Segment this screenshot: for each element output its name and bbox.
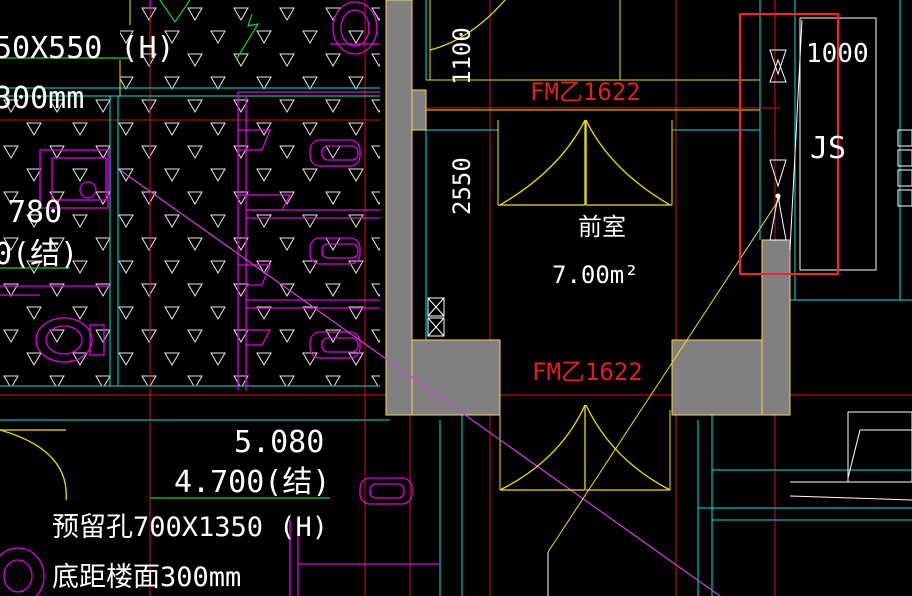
level-arch: 5.080 <box>234 425 324 460</box>
dim-2550-text: 2550 <box>448 157 476 215</box>
diagonal-section-line <box>119 169 721 596</box>
selection-box[interactable] <box>739 13 839 275</box>
room-name: 前室 <box>578 213 626 241</box>
door-swings <box>0 0 672 501</box>
room-area: 7.00m² <box>552 261 639 289</box>
level-struct: 4.700(结) <box>174 465 330 500</box>
hole-height-text: 底距楼面300mm <box>52 562 241 593</box>
tile-hatch-area <box>0 0 380 386</box>
reserved-hole-text: 预留孔700X1350 (H) <box>52 512 328 543</box>
top-height-text: 300mm <box>0 81 84 116</box>
shaft-js <box>769 17 912 501</box>
magenta-fixtures <box>0 0 440 596</box>
door-label-top: FM乙1622 <box>530 78 641 106</box>
top-dim-text: 50X550 (H) <box>0 31 175 66</box>
shaft-label: JS <box>810 131 846 166</box>
dim-1100-text: 1100 <box>448 27 476 85</box>
yellow-lines <box>119 0 760 490</box>
green-lines <box>0 0 330 499</box>
leader-line <box>547 197 781 553</box>
walls <box>385 0 791 416</box>
dim-1000-text: 1000 <box>806 39 869 69</box>
left-level-text: 780 <box>8 195 62 230</box>
vent-boxes <box>427 129 912 337</box>
left-struct-text: 0(结) <box>0 237 78 272</box>
door-label-bottom: FM乙1622 <box>532 358 643 386</box>
